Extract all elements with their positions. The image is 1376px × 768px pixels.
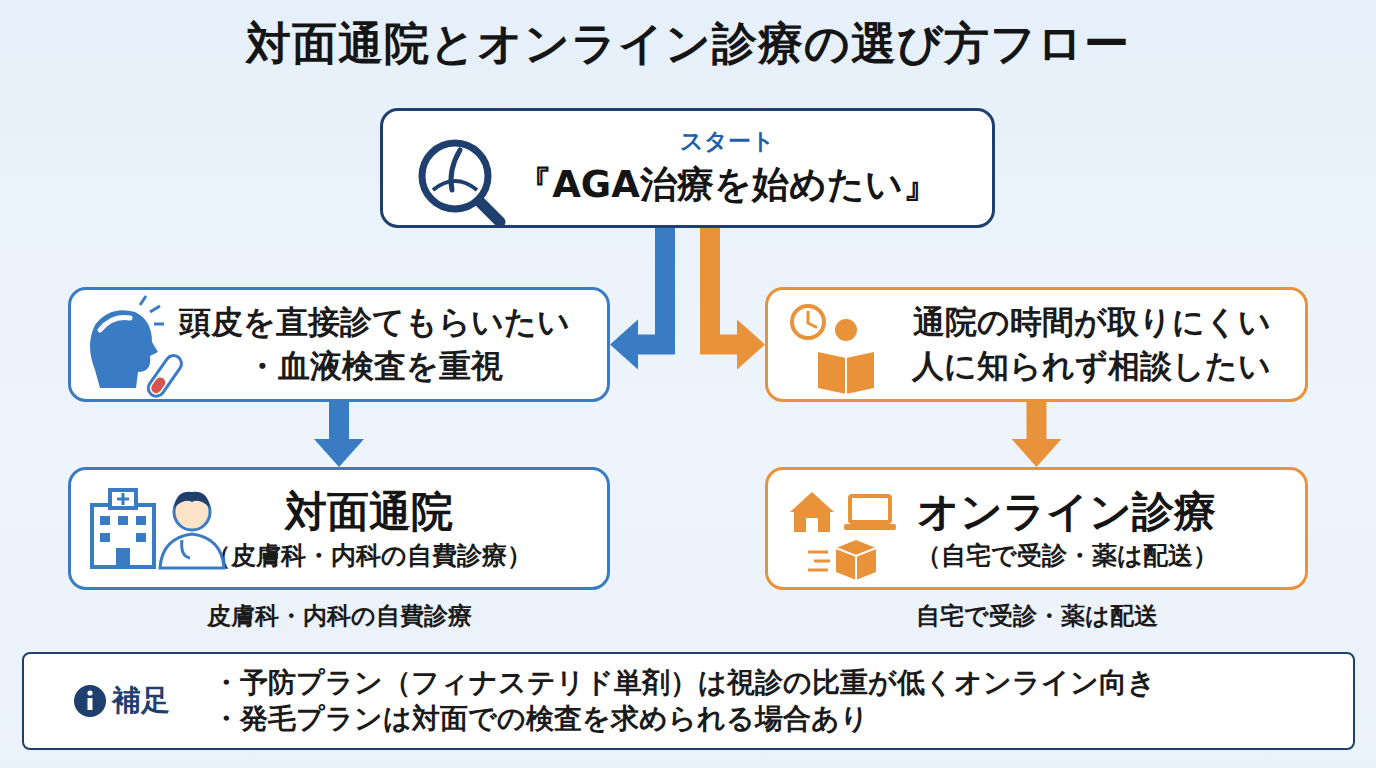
condition-box: 通院の時間が取りにくい 人に知られず相談したい (765, 287, 1308, 402)
arrow-shaft (636, 228, 665, 345)
arrow-shaft (329, 402, 349, 441)
arrow-head (314, 439, 364, 467)
condition-text: 通院の時間が取りにくい 人に知られず相談したい (892, 301, 1292, 387)
diagram-title: 対面通院とオンライン診療の選び方フロー (0, 14, 1376, 74)
condition-box: 頭皮を直接診てもらいたい ・血液検査を重視 (68, 287, 610, 402)
result-title: 対面通院 (285, 485, 453, 540)
arrow-head (737, 320, 765, 370)
condition-text: 頭皮を直接診てもらいたい ・血液検査を重視 (164, 301, 584, 387)
note-bullet: ・予防プラン（フィナステリド単剤）は視診の比重が低くオンライン向き (212, 665, 1156, 701)
arrow-head (1012, 439, 1062, 467)
note-bullet: ・発毛プランは対面での検査を求められる場合あり (212, 701, 869, 737)
note-box: 補足・予防プラン（フィナステリド単剤）は視診の比重が低くオンライン向き・発毛プラ… (22, 652, 1355, 750)
flow-arrow (1012, 402, 1062, 467)
start-text: 『AGA治療を始めたい』 (515, 161, 940, 209)
result-box: オンライン診療（自宅で受診・薬は配送） (765, 467, 1308, 590)
start-box: スタート『AGA治療を始めたい』 (380, 108, 995, 228)
arrow-shaft (1027, 402, 1047, 441)
arrow-head (610, 320, 638, 370)
caption-label: 皮膚科・内科の自費診療 (68, 600, 610, 632)
flow-arrow (710, 228, 765, 370)
result-box: 対面通院（皮膚科・内科の自費診療） (68, 467, 610, 590)
note-heading: 補足 (112, 682, 212, 720)
flow-arrow (610, 228, 665, 370)
start-label: スタート (680, 127, 775, 157)
note-bullets: ・予防プラン（フィナステリド単剤）は視診の比重が低くオンライン向き・発毛プランは… (212, 665, 1156, 738)
caption-label: 自宅で受診・薬は配送 (765, 600, 1308, 632)
arrow-shaft (710, 228, 739, 345)
flow-arrow (314, 402, 364, 467)
result-title: オンライン診療 (917, 485, 1216, 540)
result-subtitle: （皮膚科・内科の自費診療） (206, 540, 532, 573)
result-subtitle: （自宅で受診・薬は配送） (916, 540, 1218, 573)
